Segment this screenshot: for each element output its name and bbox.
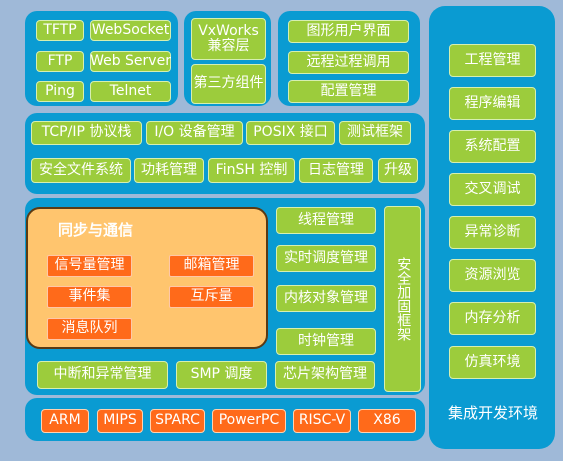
test-framework-box: 测试框架 bbox=[339, 121, 411, 145]
vxworks-compat-box: VxWorks 兼容层 bbox=[191, 18, 266, 60]
ide-resource-browse: 资源浏览 bbox=[449, 259, 536, 292]
semaphore-box: 信号量管理 bbox=[47, 255, 132, 277]
mailbox-box: 邮箱管理 bbox=[169, 255, 254, 277]
kernel-object-box: 内核对象管理 bbox=[276, 285, 376, 312]
log-mgmt-box: 日志管理 bbox=[299, 158, 373, 183]
power-mgmt-box: 功耗管理 bbox=[134, 158, 204, 183]
telnet-box: Telnet bbox=[90, 81, 171, 102]
sparc-box: SPARC bbox=[150, 409, 205, 433]
security-framework-label: 安全加固框架 bbox=[395, 257, 412, 341]
security-framework-box: 安全加固框架 bbox=[384, 206, 421, 392]
ide-program-edit: 程序编辑 bbox=[449, 87, 536, 120]
ide-simulation: 仿真环境 bbox=[449, 346, 536, 379]
gui-box: 图形用户界面 bbox=[288, 20, 409, 43]
io-device-box: I/O 设备管理 bbox=[146, 121, 243, 145]
posix-box: POSIX 接口 bbox=[246, 121, 335, 145]
x86-box: X86 bbox=[358, 409, 416, 433]
smp-sched-box: SMP 调度 bbox=[176, 361, 267, 389]
tcpip-box: TCP/IP 协议栈 bbox=[31, 121, 142, 145]
event-set-box: 事件集 bbox=[47, 286, 132, 308]
powerpc-box: PowerPC bbox=[212, 409, 286, 433]
secure-fs-box: 安全文件系统 bbox=[31, 158, 131, 183]
ide-project-mgmt: 工程管理 bbox=[449, 44, 536, 77]
ide-title: 集成开发环境 bbox=[447, 404, 538, 422]
config-mgmt-box: 配置管理 bbox=[288, 80, 409, 103]
ide-memory-analysis: 内存分析 bbox=[449, 302, 536, 335]
web-server-box: Web Server bbox=[90, 51, 171, 72]
rpc-box: 远程过程调用 bbox=[288, 51, 409, 74]
tftp-box: TFTP bbox=[36, 20, 84, 41]
upgrade-box: 升级 bbox=[378, 158, 418, 183]
riscv-box: RISC-V bbox=[293, 409, 351, 433]
ftp-box: FTP bbox=[36, 51, 84, 72]
sync-comm-title: 同步与通信 bbox=[58, 221, 134, 239]
mips-box: MIPS bbox=[97, 409, 143, 433]
ide-system-config: 系统配置 bbox=[449, 130, 536, 163]
websocket-box: WebSocket bbox=[90, 20, 171, 41]
clock-mgmt-box: 时钟管理 bbox=[276, 328, 376, 355]
third-party-box: 第三方组件 bbox=[191, 64, 266, 104]
realtime-sched-box: 实时调度管理 bbox=[276, 245, 376, 272]
ide-cross-debug: 交叉调试 bbox=[449, 173, 536, 206]
thread-mgmt-box: 线程管理 bbox=[276, 207, 376, 234]
ping-box: Ping bbox=[36, 81, 84, 102]
message-queue-box: 消息队列 bbox=[47, 318, 132, 340]
chip-arch-box: 芯片架构管理 bbox=[275, 361, 375, 389]
finsh-box: FinSH 控制 bbox=[208, 158, 295, 183]
interrupt-mgmt-box: 中断和异常管理 bbox=[37, 361, 168, 389]
arm-box: ARM bbox=[41, 409, 89, 433]
ide-exception-diag: 异常诊断 bbox=[449, 216, 536, 249]
mutex-box: 互斥量 bbox=[169, 286, 254, 308]
